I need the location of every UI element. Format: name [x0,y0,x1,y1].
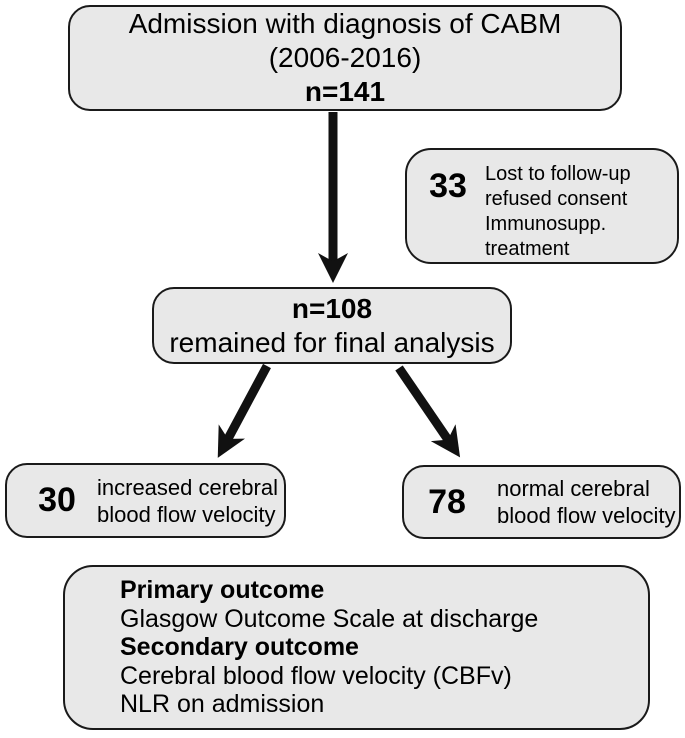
normal-cbfv-label: normal cerebral blood flow velocity [497,475,676,529]
secondary-outcome-label: Secondary outcome [120,633,359,662]
secondary-outcome-value-2: NLR on admission [120,690,325,719]
increased-cbfv-count: 30 [38,481,76,519]
excluded-count: 33 [429,167,467,205]
final-analysis-box: n=108 remained for final analysis [152,287,512,364]
final-analysis-label: remained for final analysis [169,326,495,358]
increased-cbfv-label: increased cerebral blood flow velocity [97,474,278,528]
normal-cbfv-box: 78 normal cerebral blood flow velocity [402,465,681,539]
primary-outcome-value: Glasgow Outcome Scale at discharge [120,604,539,633]
increased-cbfv-line-1: increased cerebral [97,474,278,500]
admission-n: n=141 [304,76,386,107]
excluded-reason-4: treatment [485,238,570,260]
excluded-reason-3: Immunosupp. [485,213,607,235]
arrow-final-to-normal [395,365,461,458]
secondary-outcome-value-1: Cerebral blood flow velocity (CBFv) [120,661,512,690]
excluded-box: 33 Lost to follow-up refused consent Imm… [405,148,679,264]
increased-cbfv-box: 30 increased cerebral blood flow velocit… [5,463,286,538]
admission-box: Admission with diagnosis of CABM (2006-2… [68,5,622,111]
normal-cbfv-line-2: blood flow velocity [497,503,676,528]
normal-cbfv-count: 78 [428,482,466,521]
excluded-reason-1: Lost to follow-up [485,163,631,185]
excluded-reason-2: refused consent [485,188,628,210]
normal-cbfv-line-1: normal cerebral [497,476,650,501]
final-analysis-n: n=108 [291,292,373,324]
excluded-reasons: Lost to follow-up refused consent Immuno… [485,162,631,262]
arrow-final-to-increased [217,363,271,458]
primary-outcome-label: Primary outcome [120,576,325,605]
outcomes-box: Primary outcome Glasgow Outcome Scale at… [63,565,650,730]
admission-title: Admission with diagnosis of CABM [128,8,562,39]
admission-years: (2006-2016) [268,42,422,73]
increased-cbfv-line-2: blood flow velocity [97,501,276,527]
